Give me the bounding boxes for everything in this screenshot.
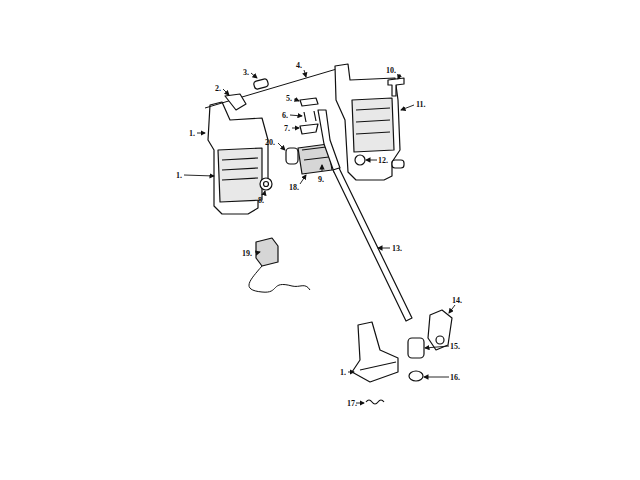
callout-number: 17. — [347, 399, 357, 408]
callout-number: 1. — [189, 129, 195, 138]
callout-number: 15. — [450, 342, 460, 351]
callout-number: 19. — [242, 249, 252, 258]
callout-number: 8. — [258, 196, 264, 205]
callout-number: 3. — [243, 68, 249, 77]
callout-number: 16. — [450, 373, 460, 382]
callout-number: 6. — [282, 111, 288, 120]
callout-number: 2. — [215, 84, 221, 93]
callout-number: 1. — [340, 368, 346, 377]
callout-number: 12. — [378, 156, 388, 165]
callout-number: 5. — [286, 94, 292, 103]
callout-number: 11. — [416, 100, 426, 109]
callout-number: 1. — [176, 171, 182, 180]
callout-number: 13. — [392, 244, 402, 253]
callout-number: 20. — [265, 138, 275, 147]
callout-number: 9. — [318, 175, 324, 184]
callout-number: 4. — [296, 61, 302, 70]
callout-number: 7. — [284, 124, 290, 133]
callout-number: 10. — [386, 66, 396, 75]
callout-number: 18. — [289, 183, 299, 192]
callout-number: 14. — [452, 296, 462, 305]
